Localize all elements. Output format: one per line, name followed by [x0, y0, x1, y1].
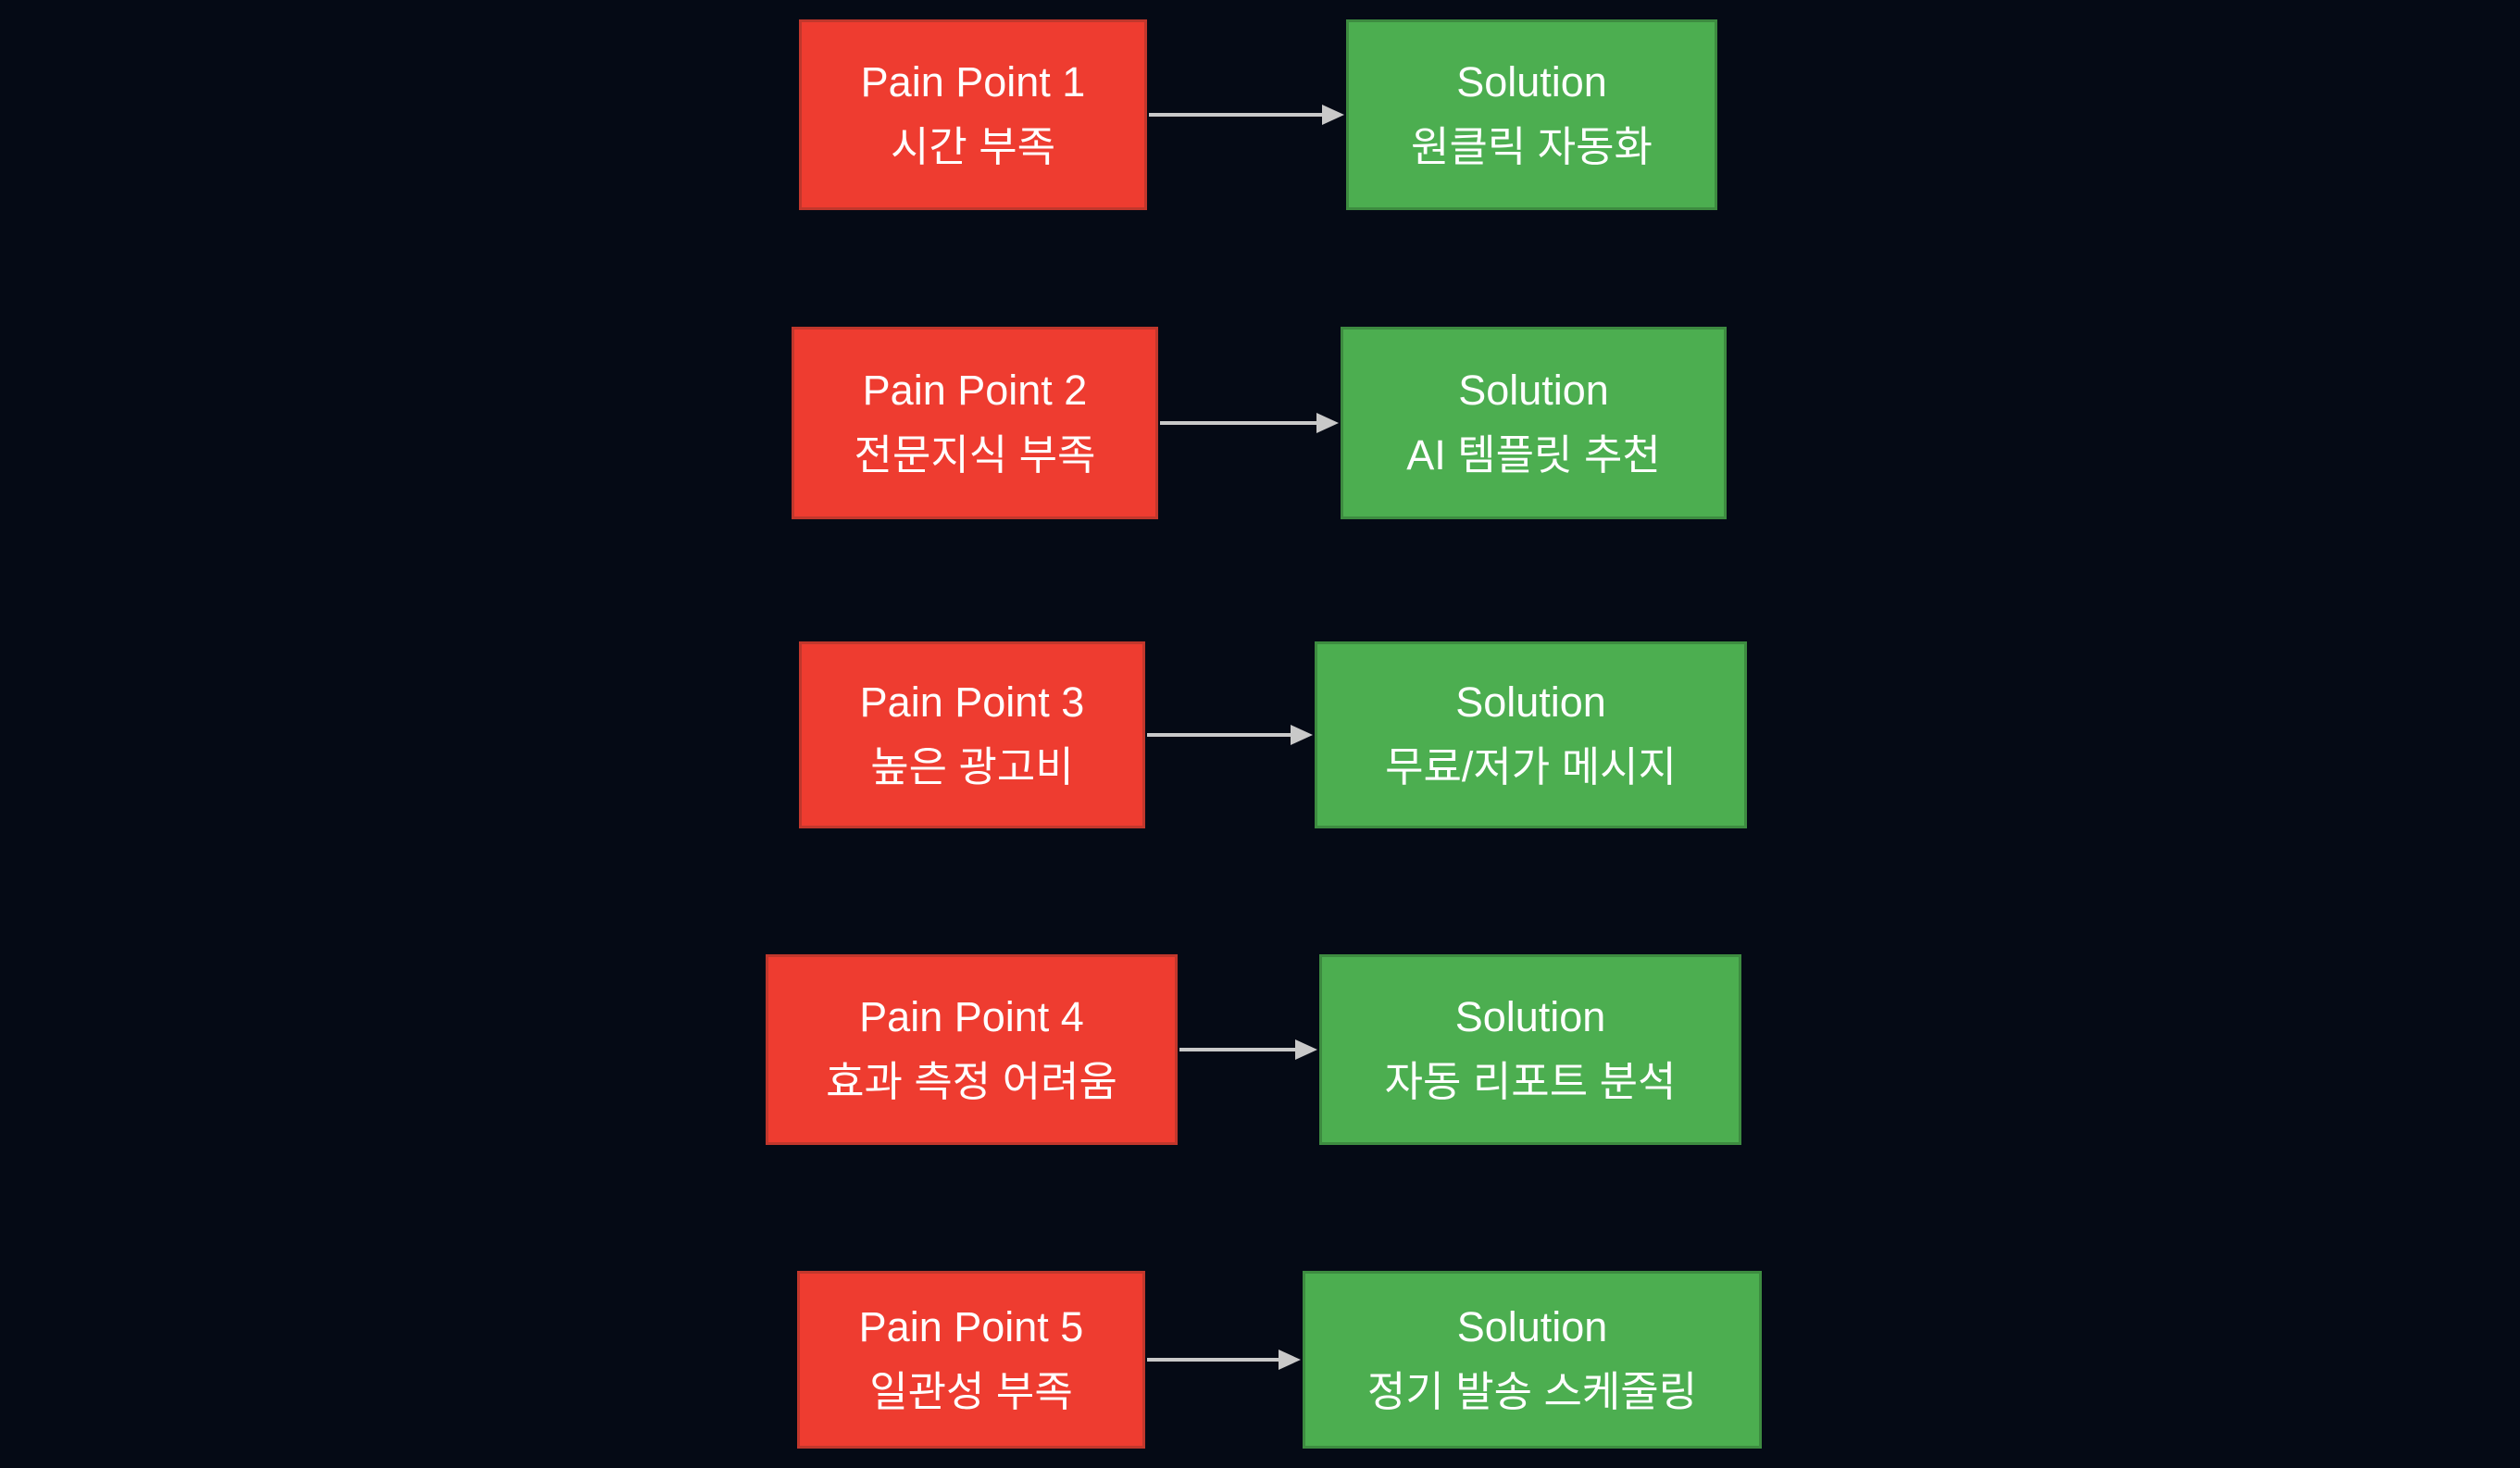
- arrow-shaft: [1149, 113, 1322, 117]
- solution-title: Solution: [1458, 367, 1609, 414]
- solution-title: Solution: [1455, 678, 1606, 726]
- pain-point-box: Pain Point 5 일관성 부족: [797, 1271, 1145, 1449]
- solution-desc: 무료/저가 메시지: [1385, 743, 1677, 790]
- solution-desc: 정기 발송 스케줄링: [1366, 1368, 1698, 1415]
- arrow-shaft: [1147, 733, 1291, 737]
- pain-point-desc: 일관성 부족: [869, 1368, 1073, 1415]
- arrow-head: [1295, 1039, 1317, 1060]
- pain-point-desc: 높은 광고비: [870, 743, 1074, 790]
- right-arrow-icon: [1160, 413, 1339, 433]
- arrow-shaft: [1160, 421, 1316, 425]
- solution-desc: AI 템플릿 추천: [1406, 431, 1661, 479]
- pain-point-desc: 효과 측정 어려움: [826, 1058, 1117, 1105]
- solution-box: Solution 정기 발송 스케줄링: [1303, 1271, 1762, 1449]
- pain-point-desc: 전문지식 부족: [854, 431, 1096, 479]
- right-arrow-icon: [1149, 105, 1344, 125]
- pain-point-title: Pain Point 2: [862, 367, 1088, 414]
- arrow-shaft: [1179, 1048, 1295, 1051]
- arrow-head: [1316, 413, 1339, 433]
- pain-point-box: Pain Point 2 전문지식 부족: [792, 327, 1158, 519]
- solution-box: Solution 원클릭 자동화: [1346, 19, 1717, 210]
- solution-box: Solution AI 템플릿 추천: [1341, 327, 1727, 519]
- solution-title: Solution: [1454, 993, 1606, 1040]
- arrow-head: [1291, 725, 1313, 745]
- arrow-head: [1279, 1350, 1301, 1370]
- pain-point-title: Pain Point 1: [860, 58, 1086, 106]
- pain-point-title: Pain Point 5: [858, 1303, 1084, 1350]
- solution-title: Solution: [1456, 1303, 1608, 1350]
- right-arrow-icon: [1147, 725, 1313, 745]
- arrow-head: [1322, 105, 1344, 125]
- arrow-shaft: [1147, 1358, 1279, 1362]
- pain-point-title: Pain Point 3: [859, 678, 1085, 726]
- solution-box: Solution 무료/저가 메시지: [1315, 641, 1747, 828]
- pain-point-desc: 시간 부족: [890, 123, 1056, 170]
- solution-box: Solution 자동 리포트 분석: [1319, 954, 1741, 1145]
- solution-desc: 원클릭 자동화: [1411, 123, 1653, 170]
- right-arrow-icon: [1179, 1039, 1317, 1060]
- solution-desc: 자동 리포트 분석: [1384, 1058, 1677, 1105]
- pain-point-box: Pain Point 1 시간 부족: [799, 19, 1147, 210]
- right-arrow-icon: [1147, 1350, 1301, 1370]
- pain-point-box: Pain Point 3 높은 광고비: [799, 641, 1145, 828]
- pain-point-box: Pain Point 4 효과 측정 어려움: [766, 954, 1178, 1145]
- pain-point-title: Pain Point 4: [859, 993, 1084, 1040]
- solution-title: Solution: [1456, 58, 1607, 106]
